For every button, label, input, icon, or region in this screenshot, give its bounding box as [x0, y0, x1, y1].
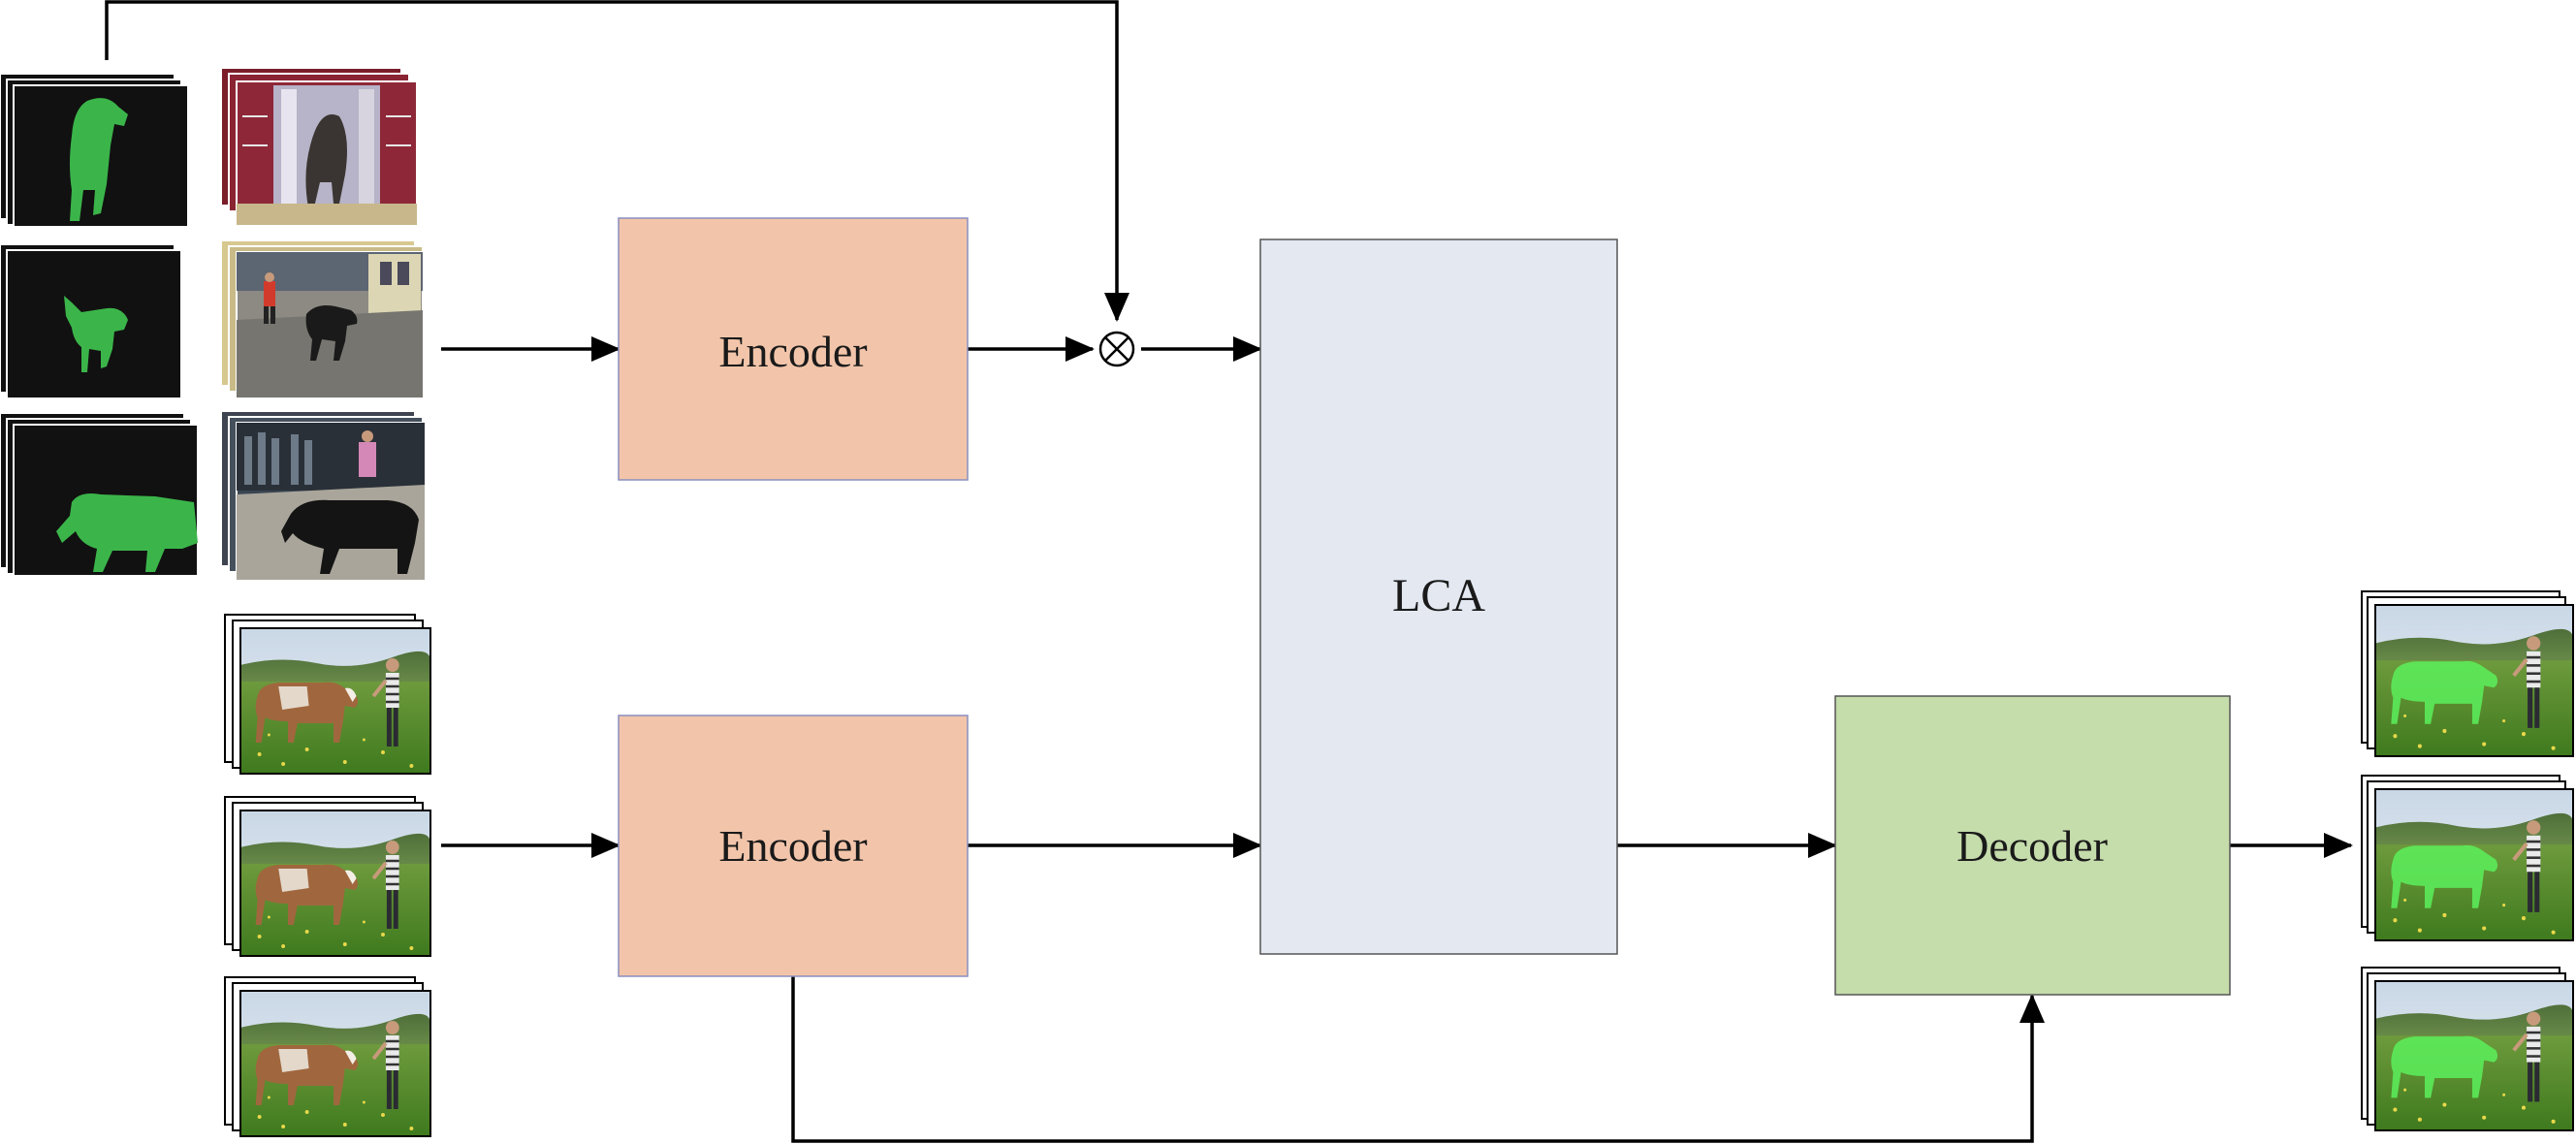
output-frame-1 — [2361, 590, 2574, 757]
reference-mask-1 — [0, 73, 189, 228]
encoder-bottom-block: Encoder — [618, 715, 969, 977]
output-frame-3 — [2361, 967, 2574, 1131]
reference-frames — [220, 67, 426, 581]
query-frame-2 — [224, 796, 431, 957]
lca-block: LCA — [1259, 238, 1618, 955]
reference-frame-2 — [220, 239, 424, 398]
arrow-encoder-skip-to-decoder — [791, 976, 2045, 1143]
multiply-operator — [1098, 331, 1135, 367]
reference-mask-3 — [0, 412, 199, 577]
reference-frame-1 — [220, 67, 418, 226]
decoder-label: Decoder — [1956, 821, 2108, 871]
reference-frame-3 — [220, 410, 426, 581]
query-frame-1 — [224, 614, 431, 775]
decoder-block: Decoder — [1834, 695, 2231, 996]
reference-mask-2 — [0, 243, 182, 399]
query-frames — [224, 614, 431, 1137]
output-frames — [2361, 590, 2574, 1131]
encoder-top-block: Encoder — [618, 217, 969, 481]
mask-skip-arrow — [105, 0, 1129, 322]
encoder-bottom-label: Encoder — [718, 821, 867, 871]
connectors — [105, 0, 2353, 1143]
query-frame-3 — [224, 976, 431, 1137]
output-frame-2 — [2361, 775, 2574, 941]
lca-label: LCA — [1392, 570, 1485, 621]
encoder-top-label: Encoder — [718, 327, 867, 376]
reference-masks — [0, 73, 199, 577]
